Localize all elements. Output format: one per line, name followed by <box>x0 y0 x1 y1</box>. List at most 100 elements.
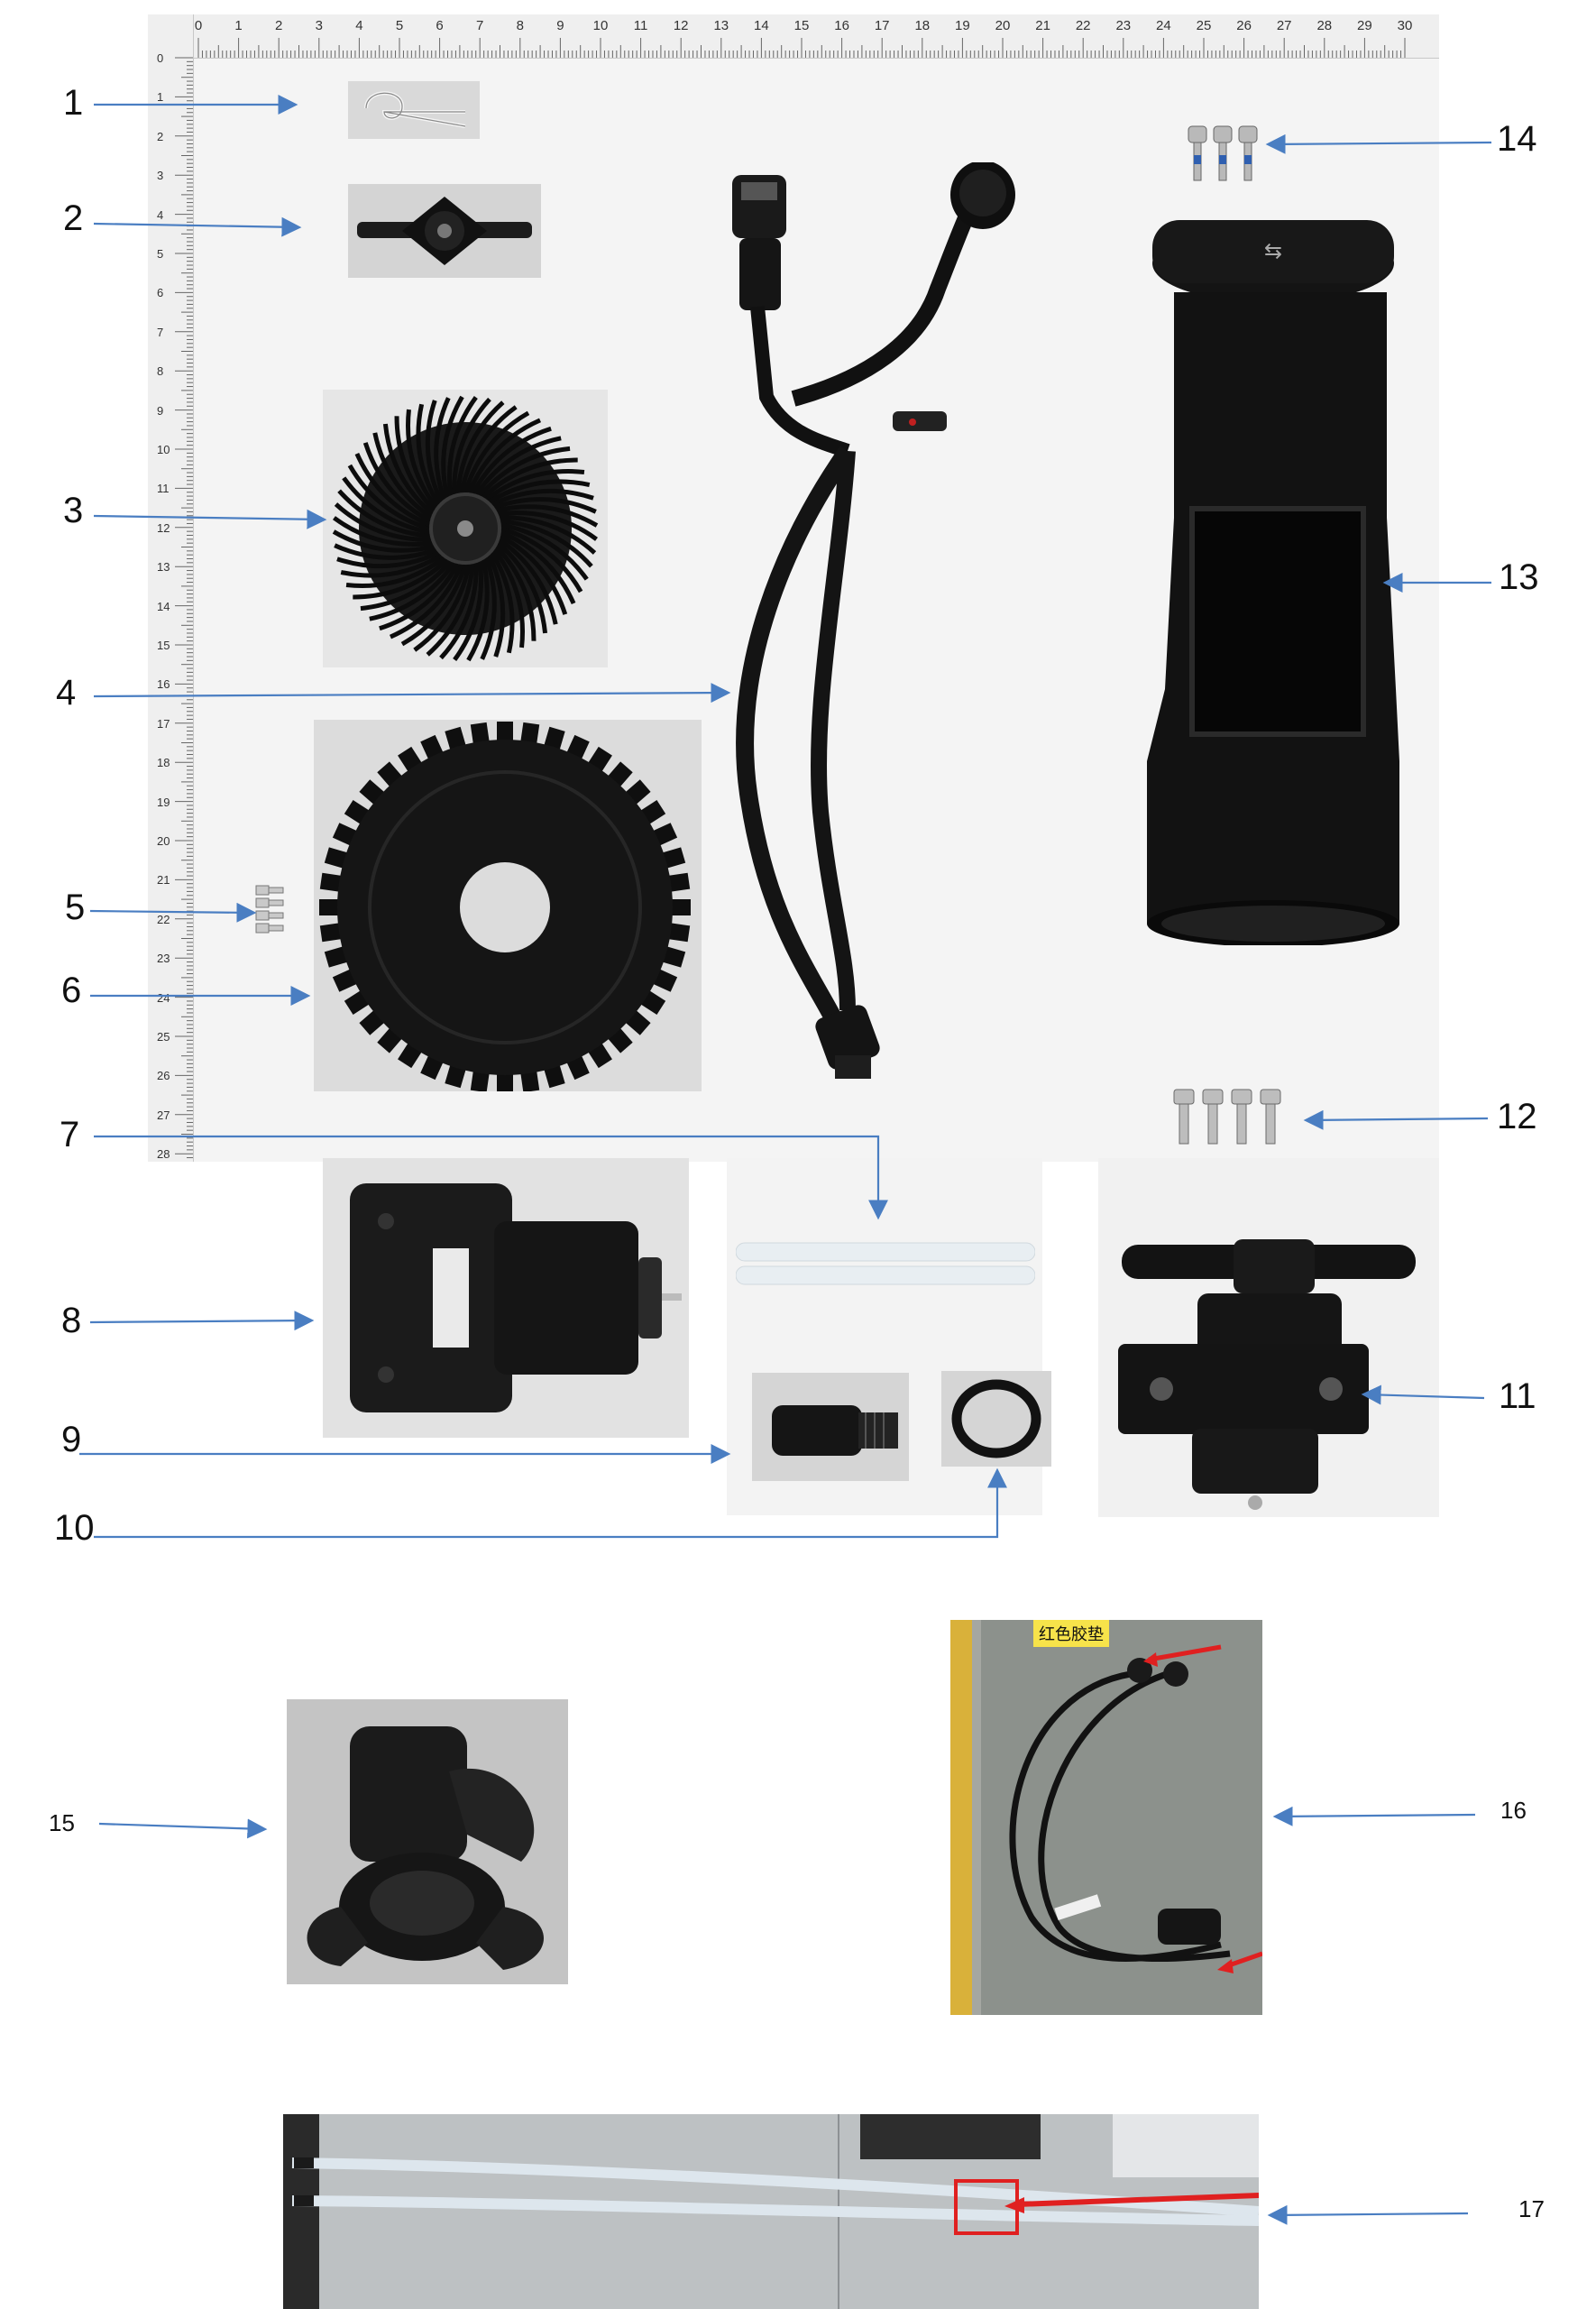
arrow-11 <box>1361 1384 1485 1405</box>
housing-icon: ⇆ <box>1147 220 1399 947</box>
top-ruler-label: 30 <box>1397 18 1413 33</box>
top-ruler-label: 18 <box>914 18 931 33</box>
top-ruler-label: 28 <box>1316 18 1333 33</box>
top-ruler-label: 29 <box>1357 18 1372 33</box>
gear-disc-icon <box>319 722 691 1093</box>
part-9-threaded-fitting <box>752 1373 909 1481</box>
part-11-pump <box>1098 1158 1439 1517</box>
part-17-tube-photo <box>283 2114 1259 2309</box>
callout-7: 7 <box>60 1115 80 1154</box>
top-ruler-label: 9 <box>556 18 564 33</box>
top-ruler-label: 21 <box>1035 18 1050 33</box>
left-ruler-label: 19 <box>157 795 170 809</box>
part-6-gear-disc <box>314 720 702 1093</box>
arrow-2 <box>93 216 302 237</box>
left-ruler-label: 2 <box>157 129 164 143</box>
left-ruler-label: 18 <box>157 756 170 770</box>
left-ruler-ticks <box>175 57 193 1159</box>
o-ring-icon <box>951 1379 1041 1458</box>
callout-14: 14 <box>1497 119 1537 159</box>
screw-icon <box>255 885 284 934</box>
top-ruler-label: 8 <box>516 18 524 33</box>
arrow-17 <box>1267 2204 1469 2225</box>
callout-3: 3 <box>63 491 84 530</box>
arrow-3 <box>93 509 327 529</box>
red-gasket-label: 红色胶垫 <box>1033 1620 1109 1647</box>
callout-1: 1 <box>63 83 84 123</box>
arrow-8 <box>89 1311 315 1331</box>
arrow-16 <box>1272 1806 1476 1826</box>
callout-17: 17 <box>1518 2195 1545 2222</box>
arrow-12 <box>1303 1109 1489 1130</box>
top-ruler-label: 7 <box>476 18 484 33</box>
callout-15: 15 <box>49 1809 75 1836</box>
left-ruler-label: 6 <box>157 286 164 300</box>
left-ruler-label: 5 <box>157 247 164 261</box>
impeller-fan-icon <box>332 395 599 662</box>
pump-icon <box>1118 1239 1416 1510</box>
top-ruler-label: 25 <box>1196 18 1212 33</box>
left-ruler-label: 25 <box>157 1030 170 1044</box>
cable-icon <box>950 1620 1262 2015</box>
callout-2: 2 <box>63 198 84 238</box>
top-ruler-label: 20 <box>995 18 1011 33</box>
left-ruler-label: 17 <box>157 716 170 731</box>
left-ruler-label: 14 <box>157 599 170 613</box>
tube-icon <box>283 2114 1259 2309</box>
hose-connector-icon <box>357 197 532 265</box>
part-2-hose-connector <box>348 184 541 278</box>
arrow-4 <box>93 683 731 704</box>
callout-10: 10 <box>54 1508 95 1548</box>
arrow-5 <box>89 902 257 923</box>
top-ruler-ticks <box>197 38 1406 58</box>
callout-6: 6 <box>61 971 82 1010</box>
top-ruler-label: 17 <box>874 18 890 33</box>
top-ruler-label: 27 <box>1276 18 1292 33</box>
callout-4: 4 <box>56 673 77 713</box>
left-ruler-label: 12 <box>157 520 170 535</box>
wiring-harness-icon <box>732 161 1015 1079</box>
fitting-icon <box>772 1405 898 1456</box>
left-ruler-label: 15 <box>157 639 170 652</box>
left-ruler-label: 11 <box>157 482 170 496</box>
bolt-icon <box>1173 1089 1281 1145</box>
left-ruler-label: 16 <box>157 677 170 692</box>
top-ruler-label: 2 <box>275 18 283 33</box>
left-ruler-label: 9 <box>157 403 164 418</box>
callout-13: 13 <box>1499 557 1539 597</box>
arrow-15 <box>98 1818 268 1839</box>
top-ruler-label: 5 <box>395 18 404 33</box>
callout-16: 16 <box>1500 1797 1527 1824</box>
top-ruler-label: 16 <box>834 18 849 33</box>
left-ruler-label: 23 <box>157 952 170 966</box>
top-ruler-label: 19 <box>955 18 970 33</box>
top-ruler-label: 26 <box>1236 18 1252 33</box>
part-7-clear-tube <box>735 1237 1036 1292</box>
part-16-cable-photo: 红色胶垫 <box>950 1620 1262 2015</box>
arrow-10 <box>94 1467 1007 1539</box>
part-14-top-screws <box>1187 124 1261 186</box>
top-ruler-label: 3 <box>315 18 323 33</box>
left-ruler-label: 20 <box>157 834 170 848</box>
left-ruler-label: 0 <box>157 51 164 65</box>
left-ruler-label: 7 <box>157 325 164 339</box>
left-ruler-label: 4 <box>157 207 164 222</box>
part-15-cap-connector <box>287 1699 568 1984</box>
top-ruler-label: 0 <box>194 18 203 33</box>
part-1-hairpin-clip <box>348 81 480 139</box>
arrow-14 <box>1265 133 1492 154</box>
motor-icon <box>350 1183 682 1412</box>
callout-8: 8 <box>61 1301 82 1340</box>
left-ruler-label: 3 <box>157 169 164 183</box>
top-ruler-label: 23 <box>1115 18 1132 33</box>
part-13-housing: ⇆ <box>1138 220 1408 947</box>
left-ruler-label: 22 <box>157 912 170 926</box>
left-ruler-label: 1 <box>157 90 164 105</box>
top-ruler-label: 14 <box>754 18 769 33</box>
left-ruler-label: 13 <box>157 560 170 575</box>
part-5-small-screws <box>252 884 289 940</box>
part-3-impeller-fan <box>323 390 608 667</box>
top-ruler-label: 13 <box>713 18 729 33</box>
